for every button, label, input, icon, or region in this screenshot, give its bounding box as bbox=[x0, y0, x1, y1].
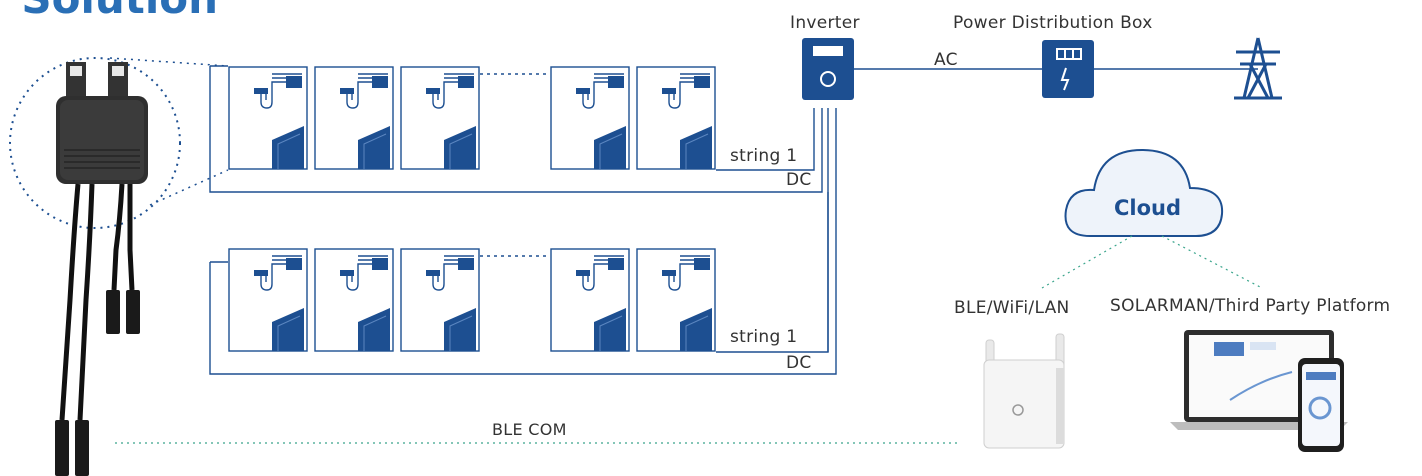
power-box-label: Power Distribution Box bbox=[953, 13, 1153, 33]
solar-panel-icon bbox=[228, 66, 308, 170]
wifi-router-icon bbox=[983, 333, 1065, 449]
solar-panel-row-top bbox=[228, 66, 716, 170]
solar-panel-icon bbox=[228, 248, 308, 352]
optimizer-device-icon bbox=[9, 57, 229, 476]
distribution-box-icon bbox=[1042, 40, 1094, 98]
inverter-icon bbox=[802, 38, 854, 100]
solar-panel-row-bottom bbox=[228, 248, 716, 352]
solar-panel-icon bbox=[636, 248, 716, 352]
transmission-tower-icon bbox=[1234, 37, 1282, 100]
dc-label-top: DC bbox=[786, 170, 812, 190]
dc-label-bottom: DC bbox=[786, 353, 812, 373]
inverter-label: Inverter bbox=[790, 13, 860, 33]
solar-panel-icon bbox=[550, 66, 630, 170]
cloud-icon bbox=[1064, 148, 1224, 237]
solar-panel-icon bbox=[314, 248, 394, 352]
page-title: r Solution bbox=[0, 0, 218, 20]
ble-wifi-lan-label: BLE/WiFi/LAN bbox=[954, 298, 1070, 318]
solar-panel-icon bbox=[400, 248, 480, 352]
solar-panel-icon bbox=[314, 66, 394, 170]
ble-com-label: BLE COM bbox=[492, 420, 567, 439]
solar-panel-icon bbox=[400, 66, 480, 170]
solar-panel-icon bbox=[550, 248, 630, 352]
solar-panel-icon bbox=[636, 66, 716, 170]
dc-wiring bbox=[209, 65, 837, 375]
ac-label: AC bbox=[934, 50, 958, 70]
network-links bbox=[115, 235, 1263, 444]
string-label-top: string 1 bbox=[730, 146, 798, 166]
platform-label: SOLARMAN/Third Party Platform bbox=[1110, 296, 1391, 316]
cloud-label: Cloud bbox=[1114, 196, 1182, 220]
phone-icon bbox=[1298, 358, 1344, 452]
string-label-bottom: string 1 bbox=[730, 327, 798, 347]
